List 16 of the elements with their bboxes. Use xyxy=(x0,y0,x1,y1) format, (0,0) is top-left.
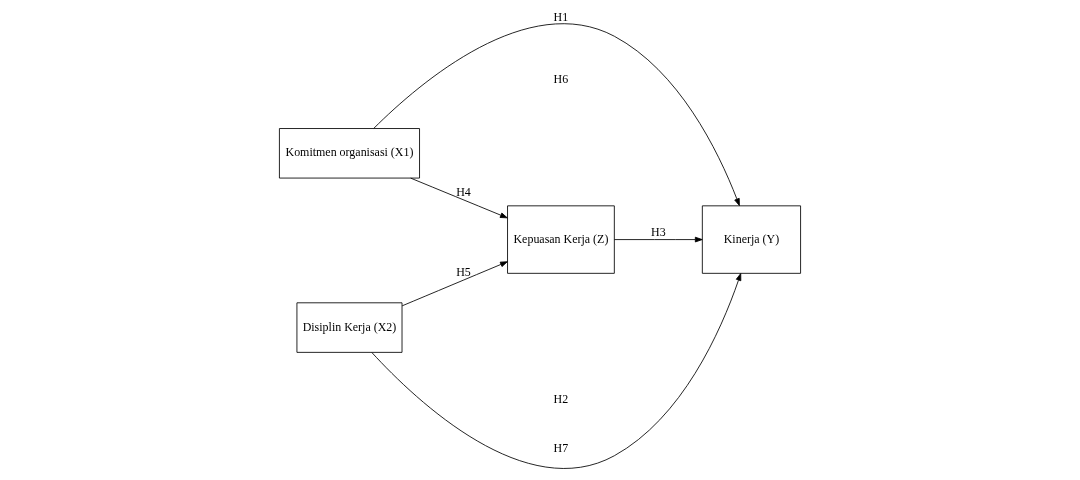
node-box: Kinerja (Y) xyxy=(701,205,801,274)
arrow xyxy=(410,177,508,219)
edge-label: H1 xyxy=(553,10,569,25)
arrow xyxy=(613,236,703,243)
arrow xyxy=(373,23,740,206)
arrow xyxy=(401,261,508,307)
edge-label: H7 xyxy=(553,441,569,456)
node-box: Disiplin Kerja (X2) xyxy=(296,302,403,353)
edge-label: H5 xyxy=(456,264,471,279)
node-box: Komitmen organisasi (X1) xyxy=(279,128,420,179)
label: H2 xyxy=(553,391,569,406)
node-box: Kepuasan Kerja (Z) xyxy=(507,205,615,274)
label: H6 xyxy=(553,71,569,86)
edge-label: H3 xyxy=(651,225,666,240)
arrow xyxy=(371,273,742,469)
edge-label: H4 xyxy=(456,185,471,200)
